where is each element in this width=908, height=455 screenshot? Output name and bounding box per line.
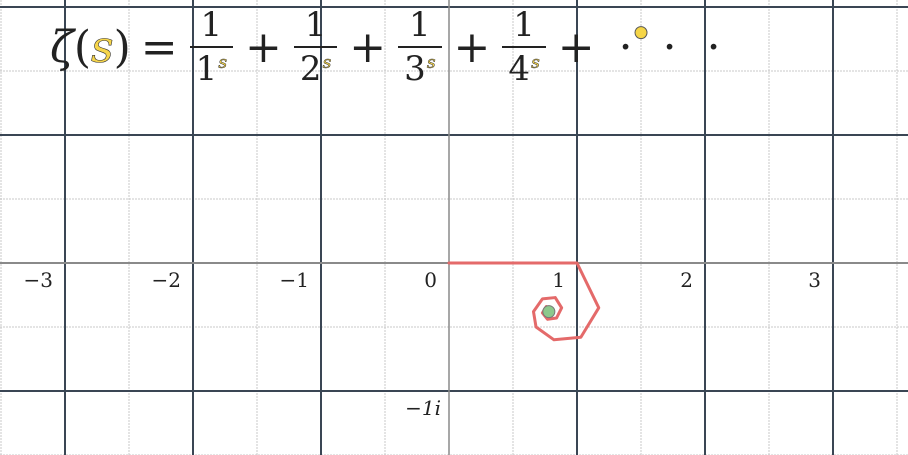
open-paren: ( <box>73 21 92 73</box>
term-4: 1 4s <box>502 5 546 89</box>
close-paren: ) <box>113 21 131 73</box>
equals-sign: = <box>140 21 178 73</box>
term-2-base: 2 <box>299 49 322 89</box>
x-tick-label: −2 <box>152 268 181 292</box>
variable-s: s <box>91 21 114 73</box>
term-1-base: 1 <box>195 49 218 89</box>
term-3-denominator: 3s <box>398 46 442 89</box>
zeta-symbol: ζ <box>50 21 74 73</box>
zeta-formula: ζ ( s ) = 1 1s + 1 2s + 1 3s + 1 4s + · … <box>50 8 729 86</box>
term-1-numerator: 1 <box>200 5 223 45</box>
limit-point <box>542 305 556 319</box>
plus-sign: + <box>557 21 595 73</box>
term-3-exponent: s <box>426 52 436 73</box>
x-tick-label: −1 <box>280 268 309 292</box>
term-1-denominator: 1s <box>189 46 234 89</box>
x-tick-label: 0 <box>424 268 437 292</box>
term-4-numerator: 1 <box>513 5 535 45</box>
term-2-denominator: 2s <box>293 46 338 89</box>
term-4-exponent: s <box>531 52 540 73</box>
term-4-base: 4 <box>508 49 531 89</box>
term-2-exponent: s <box>322 52 332 73</box>
plot-marks <box>447 26 648 342</box>
term-4-denominator: 4s <box>502 46 546 89</box>
imaginary-tick-label: −1i <box>405 396 441 420</box>
term-2-numerator: 1 <box>304 5 327 45</box>
x-tick-label: 1 <box>552 268 565 292</box>
term-3: 1 3s <box>398 5 442 89</box>
term-1-exponent: s <box>218 52 228 73</box>
x-tick-label: −3 <box>24 268 53 292</box>
term-3-base: 3 <box>404 49 426 89</box>
plus-sign: + <box>245 21 282 73</box>
term-2: 1 2s <box>293 5 338 89</box>
s-point-handle[interactable] <box>634 26 648 40</box>
x-tick-label: 3 <box>808 268 821 292</box>
x-tick-label: 2 <box>680 268 693 292</box>
plus-sign: + <box>349 21 387 73</box>
axis-labels: −3 −2 −1 0 1 2 3 −1i <box>24 268 821 420</box>
ellipsis: · · · <box>618 21 729 73</box>
term-1: 1 1s <box>189 5 234 89</box>
plus-sign: + <box>453 21 491 73</box>
term-3-numerator: 1 <box>409 5 431 45</box>
